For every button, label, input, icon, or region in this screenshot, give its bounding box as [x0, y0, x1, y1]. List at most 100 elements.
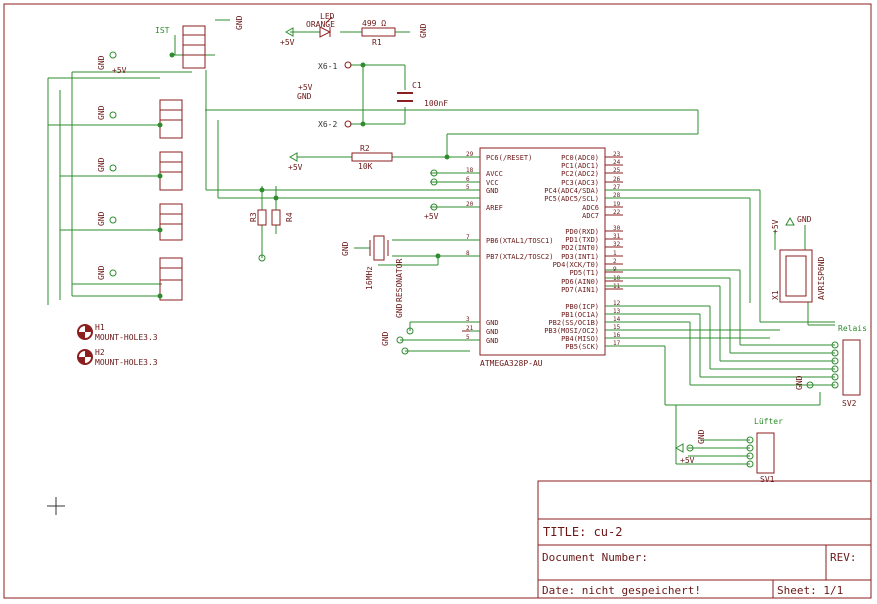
mcu-left-pin-number: 18: [466, 167, 474, 174]
sheet-label: Sheet: 1/1: [777, 584, 843, 597]
mcu-right-pins: PC0(ADC0)23PC1(ADC1)24PC2(ADC2)25PC3(ADC…: [544, 151, 623, 351]
lufter-connector: [756, 432, 775, 474]
mcu-right-pin-number: 19: [613, 201, 621, 208]
mcu-right-pin-number: 22: [613, 209, 621, 216]
mcu-right-pin-number: 2: [613, 258, 617, 265]
ist-label: IST: [155, 26, 170, 35]
mcu-right-pin-label: PC4(ADC4/SDA): [544, 187, 599, 195]
p5v-label-6: +5V: [112, 66, 127, 75]
mcu-right-pin-label: PB0(ICP): [565, 303, 599, 311]
mcu-left-pin-number: 3: [466, 316, 470, 323]
mcu-right-pin-label: PC3(ADC3): [561, 179, 599, 187]
p5v-label-5: +5V: [680, 456, 695, 465]
mcu-left-pin-number: 5: [466, 334, 470, 341]
sv1-label: SV1: [760, 475, 775, 484]
mcu-left-pins: PC6(/RESET)29AVCC18VCC6GND5AREF20PB6(XTA…: [462, 151, 553, 345]
gnd-label-l1: GND: [97, 55, 106, 70]
resistor-r1: [361, 27, 396, 37]
r1-ref: R1: [372, 38, 382, 47]
gnd-label-m1: GND: [395, 303, 404, 318]
mcu-right-pin-label: PC0(ADC0): [561, 154, 599, 162]
gnd-label-lufter: GND: [697, 429, 706, 444]
mcu-left-pin-number: 8: [466, 250, 470, 257]
resonator-freq: 16MHz: [365, 266, 374, 290]
c1-value: 100nF: [424, 99, 448, 108]
mcu-right-pin-number: 30: [613, 225, 621, 232]
rev-label: REV:: [830, 551, 857, 564]
mcu-left-pin-label: GND: [486, 337, 499, 345]
mcu-left-pin-label: VCC: [486, 179, 499, 187]
p5v-label-7: +5V: [771, 219, 780, 234]
gnd-label-res: GND: [341, 241, 350, 256]
r3-ref: R3: [249, 212, 258, 222]
mcu-left-pin-label: AREF: [486, 204, 503, 212]
resistor-r4: [271, 209, 281, 226]
mcu-left-pin-label: PB6(XTAL1/TOSC1): [486, 237, 553, 245]
power-arrows: [109, 27, 814, 453]
mcu-right-pin-number: 32: [613, 241, 621, 248]
mcu-right-pin-number: 31: [613, 233, 621, 240]
h1-ref: H1: [95, 323, 105, 332]
mcu-left-pin-label: GND: [486, 187, 499, 195]
mcu-left-pin-label: PB7(XTAL2/TOSC2): [486, 253, 553, 261]
p5v-label-3: +5V: [424, 212, 439, 221]
mcu-right-pin-label: PC5(ADC5/SCL): [544, 195, 599, 203]
mcu-right-pin-label: PB3(MOSI/OC2): [544, 327, 599, 335]
mcu-left-pin-label: AVCC: [486, 170, 503, 178]
mcu-right-pin-label: PB5(SCK): [565, 343, 599, 351]
led-icon: [319, 16, 333, 38]
mcu-left-pin-number: 21: [466, 325, 474, 332]
mcu-right-pin-number: 28: [613, 192, 621, 199]
connector-pins: [746, 341, 839, 468]
mcu-right-pin-label: PD0(RXD): [565, 228, 599, 236]
h2-value: MOUNT-HOLE3.3: [95, 358, 158, 367]
h1-value: MOUNT-HOLE3.3: [95, 333, 158, 342]
mcu-right-pin-label: ADC7: [582, 212, 599, 220]
mcu-right-pin-number: 23: [613, 151, 621, 158]
gnd-label-l5: GND: [97, 265, 106, 280]
r2-ref: R2: [360, 144, 370, 153]
gnd-label-led: GND: [419, 23, 428, 38]
isp-label: AVRISP6ND: [817, 256, 826, 300]
mcu-left-pin-number: 5: [466, 184, 470, 191]
mcu-right-pin-label: PB4(MISO): [561, 335, 599, 343]
mcu-right-pin-label: PD1(TXD): [565, 236, 599, 244]
led-color: ORANGE: [306, 20, 335, 29]
p5v-label-4: +5V: [298, 83, 313, 92]
mcu-right-pin-label: PB2(SS/OC1B): [548, 319, 599, 327]
mcu-right-pin-number: 15: [613, 324, 621, 331]
r2-value: 10K: [358, 162, 373, 171]
x6-2-pad-icon: [344, 120, 352, 128]
mcu-left-pin-label: GND: [486, 319, 499, 327]
mcu-right-pin-label: PD6(AIN0): [561, 278, 599, 286]
document-number-label: Document Number:: [542, 551, 648, 564]
mcu-left-pin-label: PC6(/RESET): [486, 154, 532, 162]
resistor-r2: [351, 152, 393, 162]
capacitor-c1-icon: [397, 92, 413, 102]
mcu-right-pin-number: 12: [613, 300, 621, 307]
wires: [47, 19, 835, 465]
mcu-right-pin-number: 26: [613, 176, 621, 183]
sv2-label: SV2: [842, 399, 857, 408]
isp-ref: X1: [771, 290, 780, 300]
mcu-left-pin-label: GND: [486, 328, 499, 336]
cursor-crosshair-icon: [47, 497, 65, 515]
mcu-left-pin-number: 7: [466, 234, 470, 241]
gnd-label-relais: GND: [795, 375, 804, 390]
resonator-label: RESONATOR: [395, 258, 404, 302]
gnd-label-l3: GND: [97, 157, 106, 172]
gnd-label-rn: GND: [235, 15, 244, 30]
resistor-r3: [257, 209, 267, 226]
isp-header: [779, 249, 813, 303]
mcu-right-pin-number: 17: [613, 340, 621, 347]
mcu-right-pin-number: 16: [613, 332, 621, 339]
mcu-left-pin-number: 20: [466, 201, 474, 208]
mcu-right-pin-label: PB1(OC1A): [561, 311, 599, 319]
mcu-right-pin-label: ADC6: [582, 204, 599, 212]
gnd-label-isp: GND: [797, 215, 812, 224]
c1-ref: C1: [412, 81, 422, 90]
r1-value: 499 Ω: [362, 19, 386, 28]
mcu-right-pin-label: PD4(XCK/T0): [553, 261, 599, 269]
relais-connector: [842, 339, 861, 396]
